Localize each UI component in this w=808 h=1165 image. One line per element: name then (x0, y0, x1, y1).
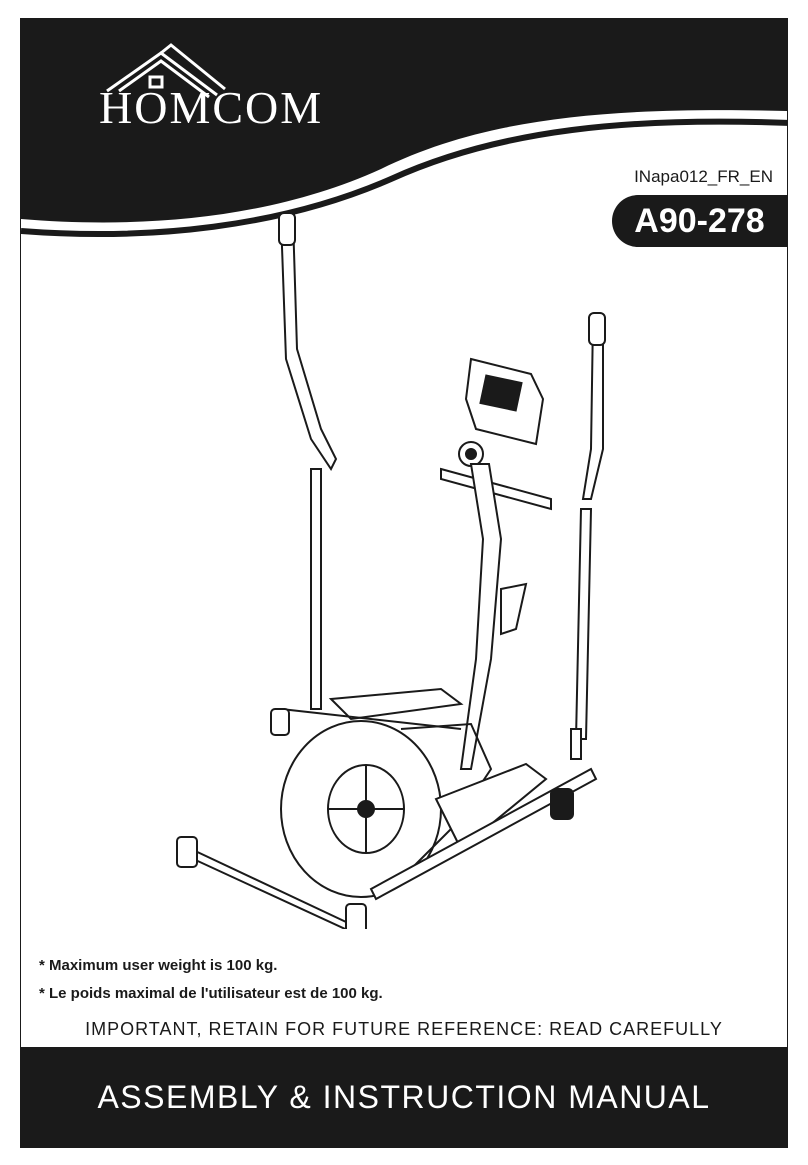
manual-title: ASSEMBLY & INSTRUCTION MANUAL (97, 1079, 711, 1115)
elliptical-trainer-illustration (176, 212, 606, 929)
brand-logo: HOMCOM (99, 85, 323, 131)
header-band (21, 19, 787, 238)
logo-roof-icon (106, 43, 226, 99)
important-notice: IMPORTANT, RETAIN FOR FUTURE REFERENCE: … (85, 1019, 723, 1039)
manual-cover: HOMCOM INapa012_FR_EN A90-278 (20, 18, 788, 1148)
footer-banner: ASSEMBLY & INSTRUCTION MANUAL (21, 1047, 787, 1147)
weight-note-en: * Maximum user weight is 100 kg. (39, 957, 278, 974)
document-code: INapa012_FR_EN (634, 167, 773, 186)
model-badge: A90-278 (612, 195, 787, 247)
weight-note-fr: * Le poids maximal de l'utilisateur est … (39, 985, 383, 1002)
brand-logo-text: HOMCOM (99, 82, 324, 133)
